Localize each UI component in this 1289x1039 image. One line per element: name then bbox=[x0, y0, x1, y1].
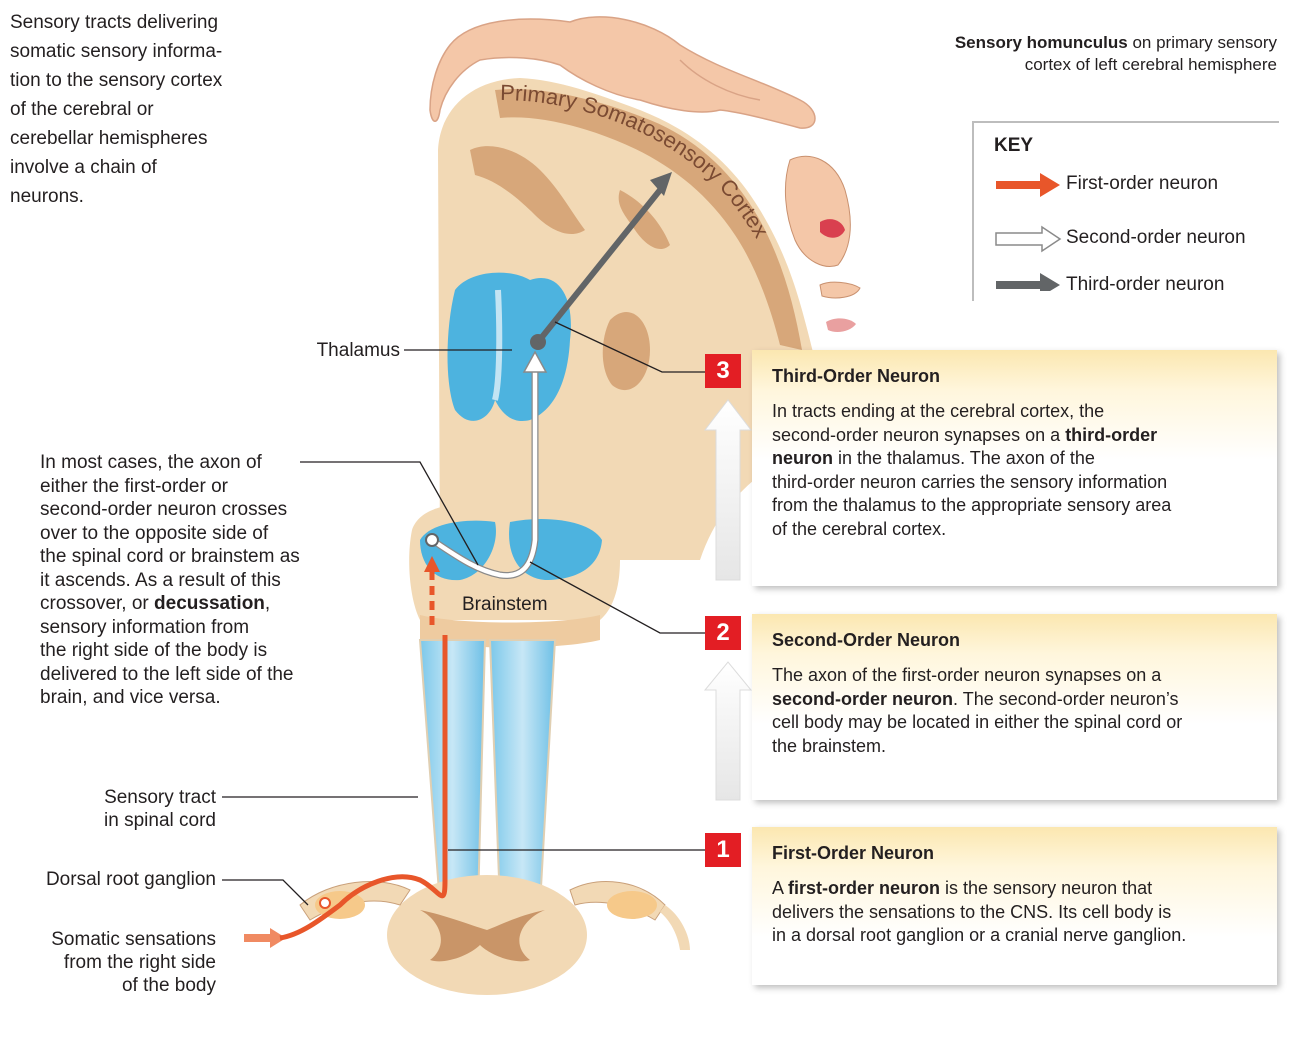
key-arrows bbox=[994, 171, 1064, 291]
third-order-title: Third-Order Neuron bbox=[772, 366, 940, 387]
key-third-order: Third-order neuron bbox=[1066, 274, 1224, 296]
dorsal-root-ganglion-label: Dorsal root ganglion bbox=[10, 868, 216, 891]
first-order-key-arrow bbox=[996, 173, 1060, 197]
spinal-cord-columns bbox=[420, 640, 555, 905]
first-order-title: First-Order Neuron bbox=[772, 843, 934, 864]
decussation-text: In most cases, the axon of either the fi… bbox=[40, 451, 340, 710]
thalamus-label: Thalamus bbox=[290, 339, 400, 362]
second-order-title: Second-Order Neuron bbox=[772, 630, 960, 651]
step-3-badge: 3 bbox=[705, 354, 741, 388]
sensory-tract-label: Sensory tract in spinal cord bbox=[40, 786, 216, 832]
second-order-neuron-box: Second-Order Neuron The axon of the firs… bbox=[752, 614, 1277, 800]
third-order-description: In tracts ending at the cerebral cortex,… bbox=[772, 400, 1171, 541]
key-second-order: Second-order neuron bbox=[1066, 227, 1246, 249]
third-order-neuron-box: Third-Order Neuron In tracts ending at t… bbox=[752, 350, 1277, 586]
somatic-sensations-label: Somatic sensations from the right side o… bbox=[10, 928, 216, 997]
first-order-description: A first-order neuron is the sensory neur… bbox=[772, 877, 1186, 948]
second-order-description: The axon of the first-order neuron synap… bbox=[772, 664, 1182, 758]
step-1-badge: 1 bbox=[705, 833, 741, 867]
key-title: KEY bbox=[994, 135, 1033, 157]
key-first-order: First-order neuron bbox=[1066, 173, 1218, 195]
third-order-key-arrow bbox=[996, 273, 1060, 291]
brainstem-label: Brainstem bbox=[462, 594, 548, 616]
first-order-neuron-box: First-Order Neuron A first-order neuron … bbox=[752, 827, 1277, 985]
second-order-key-arrow bbox=[996, 227, 1060, 251]
step-2-badge: 2 bbox=[705, 616, 741, 650]
legend-key: KEY First-order neuron Second-order neur… bbox=[972, 121, 1279, 301]
